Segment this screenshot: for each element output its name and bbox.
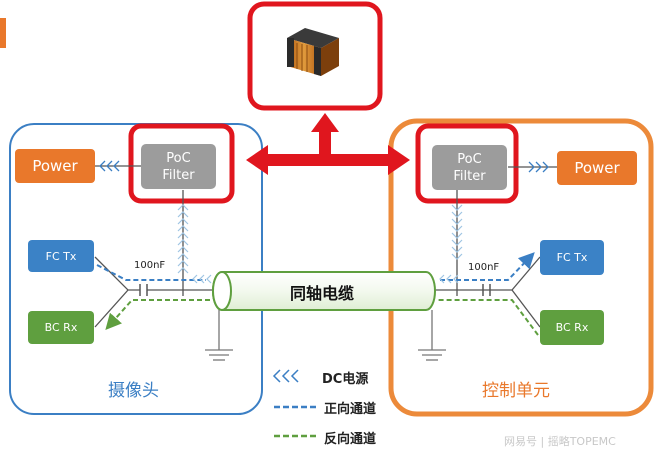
controller-poc-label: PoC xyxy=(457,151,482,167)
camera-bc-rx-box: BC Rx xyxy=(28,311,94,344)
right-filter-highlight xyxy=(415,123,519,204)
camera-module-border xyxy=(9,123,263,415)
camera-poc-label: PoC xyxy=(166,150,191,166)
controller-module-border xyxy=(388,118,654,417)
right-fc-line xyxy=(432,256,541,291)
left-horizontal-chevrons xyxy=(192,274,212,284)
camera-poc-filter: PoC Filter xyxy=(141,144,216,189)
right-horizontal-chevrons xyxy=(439,274,459,284)
left-reverse-channel xyxy=(105,299,210,330)
right-vertical-chevrons xyxy=(451,204,463,260)
controller-filter-label: Filter xyxy=(453,168,486,184)
camera-bc-rx-label: BC Rx xyxy=(44,321,78,334)
controller-cap-label: 100nF xyxy=(468,262,500,273)
camera-cap-label: 100nF xyxy=(134,260,166,271)
legend-forward-label: 正向通道 xyxy=(324,402,377,417)
coax-cable xyxy=(212,271,436,311)
ground-icon xyxy=(205,310,233,361)
camera-power-box: Power xyxy=(15,149,95,183)
inductor-component-icon xyxy=(287,28,339,76)
right-dc-chevrons xyxy=(528,161,549,173)
legend-dc-label: DC电源 xyxy=(322,372,369,387)
controller-poc-filter: PoC Filter xyxy=(432,145,507,190)
left-forward-channel xyxy=(96,264,206,281)
controller-module-label: 控制单元 xyxy=(482,381,550,401)
controller-power-label: Power xyxy=(574,159,620,177)
left-filter-highlight xyxy=(128,123,235,204)
camera-fc-tx-box: FC Tx xyxy=(28,240,94,272)
controller-bc-rx-box: BC Rx xyxy=(540,310,604,345)
controller-bc-rx-label: BC Rx xyxy=(555,321,589,334)
legend-dc-icon xyxy=(272,369,299,383)
corner-tab xyxy=(0,18,6,48)
cable-label: 同轴电缆 xyxy=(290,284,355,303)
camera-filter-label: Filter xyxy=(162,167,195,183)
camera-power-label: Power xyxy=(32,157,78,175)
controller-fc-tx-box: FC Tx xyxy=(540,240,604,275)
left-vertical-chevrons xyxy=(177,204,189,274)
legend-reverse-label: 反向通道 xyxy=(324,432,377,447)
highlight-arrows xyxy=(246,113,410,175)
controller-power-box: Power xyxy=(557,151,637,185)
left-dc-chevrons xyxy=(99,160,120,172)
watermark: 网易号 | 摇略TOPEMC xyxy=(504,435,616,448)
right-bc-line xyxy=(511,289,541,328)
camera-fc-tx-label: FC Tx xyxy=(45,249,77,263)
right-reverse-channel xyxy=(438,299,539,336)
left-bc-line xyxy=(94,289,129,328)
camera-module-label: 摄像头 xyxy=(108,381,159,401)
ground-icon xyxy=(418,310,446,361)
right-forward-channel xyxy=(440,252,535,281)
controller-fc-tx-label: FC Tx xyxy=(556,251,588,264)
